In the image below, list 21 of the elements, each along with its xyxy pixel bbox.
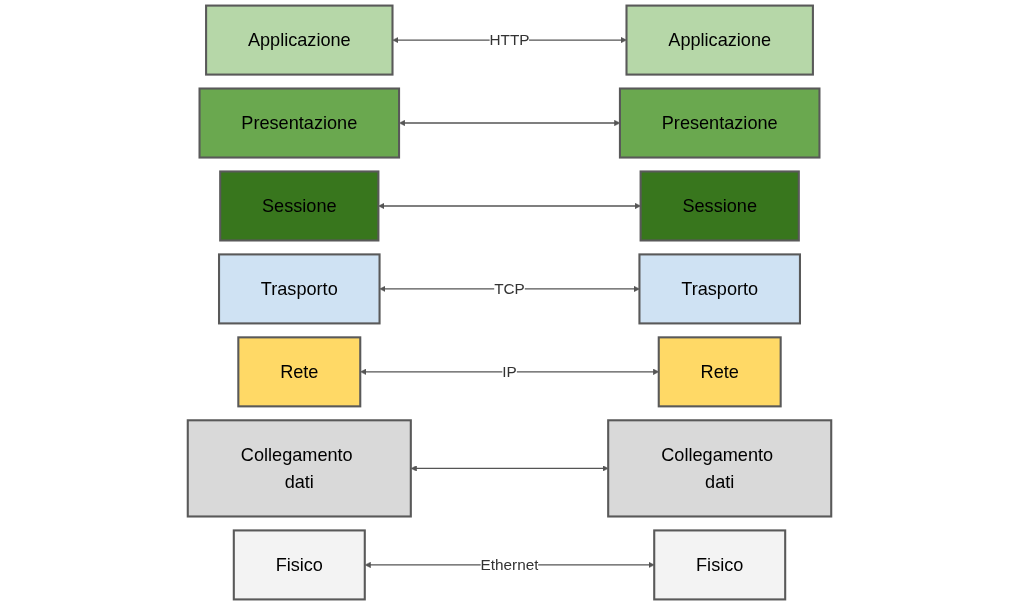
node-box: Trasporto <box>218 253 381 325</box>
node-box: Rete <box>237 336 362 408</box>
node-box: Presentazione <box>198 87 401 159</box>
node-box: Sessione <box>639 170 800 242</box>
edge-label: TCP <box>494 280 525 298</box>
node-box: Applicazione <box>625 4 814 76</box>
node-box: Rete <box>657 336 782 408</box>
node-box: Fisico <box>232 529 366 601</box>
edge-label: HTTP <box>489 31 530 49</box>
edge-label: Ethernet <box>480 556 539 574</box>
node-box: Sessione <box>219 170 380 242</box>
node-box: Fisico <box>653 529 787 601</box>
arrow <box>360 368 659 375</box>
node-box: Collegamento dati <box>186 419 412 518</box>
node-box: Presentazione <box>618 87 821 159</box>
arrow <box>378 202 641 210</box>
node-box: Trasporto <box>638 253 801 325</box>
node-box: Applicazione <box>205 4 394 76</box>
node-box: Collegamento dati <box>607 419 833 518</box>
arrow <box>410 465 609 472</box>
edge-label: IP <box>502 363 517 381</box>
